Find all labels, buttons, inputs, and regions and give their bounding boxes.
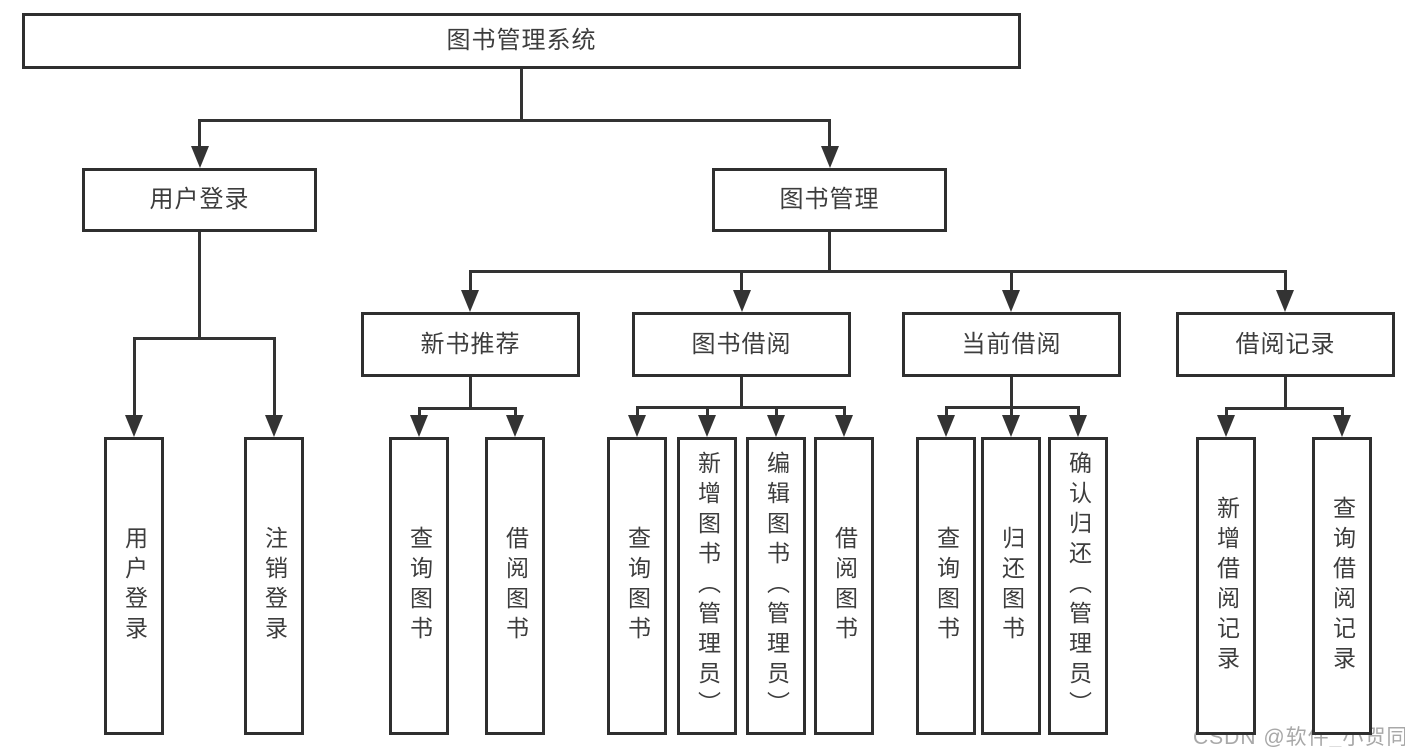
connector-stem-user-login bbox=[198, 232, 201, 340]
node-leaf-edit-books-admin: 编辑图书（管理员） bbox=[746, 437, 806, 735]
node-leaf-borrow-books: 借阅图书 bbox=[814, 437, 874, 735]
connector-stem-new-book-recommendation bbox=[468, 377, 472, 410]
connector-drop-user-login-1 bbox=[272, 338, 276, 415]
node-leaf-borrow-books-rec: 借阅图书 bbox=[485, 437, 545, 735]
node-label-leaf-borrow-books-rec: 借阅图书 bbox=[502, 526, 529, 646]
node-label-book-management: 图书管理 bbox=[779, 186, 880, 213]
arrowhead-down-icon bbox=[1002, 415, 1020, 437]
node-label-borrowing-records: 借阅记录 bbox=[1235, 330, 1336, 358]
arrowhead-down-icon bbox=[732, 290, 751, 312]
node-label-leaf-borrow-books: 借阅图书 bbox=[831, 526, 858, 646]
node-label-leaf-add-books-admin: 新增图书（管理员） bbox=[694, 451, 721, 721]
connector-drop-book-management-1 bbox=[740, 271, 743, 290]
node-label-leaf-query-books-rec: 查询图书 bbox=[406, 526, 433, 646]
node-borrowing-records: 借阅记录 bbox=[1176, 312, 1395, 377]
node-label-leaf-edit-books-admin: 编辑图书（管理员） bbox=[763, 451, 790, 721]
node-book-management: 图书管理 bbox=[712, 168, 947, 232]
node-label-leaf-query-books-current: 查询图书 bbox=[933, 526, 960, 646]
node-label-book-borrowing: 图书借阅 bbox=[691, 330, 792, 358]
arrowhead-down-icon bbox=[767, 415, 785, 437]
node-leaf-query-books-rec: 查询图书 bbox=[389, 437, 449, 735]
arrowhead-down-icon bbox=[1276, 290, 1294, 312]
node-leaf-confirm-return-admin: 确认归还（管理员） bbox=[1048, 437, 1108, 735]
node-leaf-user-login: 用户登录 bbox=[104, 437, 164, 735]
node-leaf-return-books: 归还图书 bbox=[981, 437, 1041, 735]
connector-drop-book-borrowing-3 bbox=[842, 407, 846, 415]
node-new-book-recommendation: 新书推荐 bbox=[361, 312, 580, 377]
arrowhead-down-icon bbox=[628, 415, 646, 437]
arrowhead-down-icon bbox=[835, 415, 853, 437]
arrowhead-down-icon bbox=[698, 415, 716, 437]
connector-drop-book-borrowing-0 bbox=[635, 407, 639, 415]
node-label-leaf-confirm-return-admin: 确认归还（管理员） bbox=[1065, 451, 1092, 721]
arrowhead-down-icon bbox=[190, 146, 209, 168]
node-leaf-add-borrow-record: 新增借阅记录 bbox=[1196, 437, 1256, 735]
node-label-leaf-query-books-borrow: 查询图书 bbox=[624, 526, 651, 646]
connector-stem-library-system bbox=[520, 69, 523, 122]
node-leaf-query-books-current: 查询图书 bbox=[916, 437, 976, 735]
connector-stem-book-management bbox=[828, 232, 831, 273]
node-label-new-book-recommendation: 新书推荐 bbox=[420, 330, 521, 358]
node-label-library-system: 图书管理系统 bbox=[446, 27, 597, 54]
connector-drop-library-system-0 bbox=[198, 120, 201, 146]
node-label-leaf-add-borrow-record: 新增借阅记录 bbox=[1213, 496, 1240, 676]
node-leaf-add-books-admin: 新增图书（管理员） bbox=[677, 437, 737, 735]
arrowhead-down-icon bbox=[125, 415, 143, 437]
node-label-leaf-logout: 注销登录 bbox=[261, 526, 288, 646]
arrowhead-down-icon bbox=[1217, 415, 1235, 437]
arrowhead-down-icon bbox=[1069, 415, 1087, 437]
connector-stem-book-borrowing bbox=[740, 377, 743, 409]
connector-branch-borrowing-records bbox=[1224, 406, 1344, 410]
connector-drop-library-system-1 bbox=[828, 120, 831, 146]
arrowhead-down-icon bbox=[820, 146, 839, 168]
arrowhead-down-icon bbox=[937, 415, 955, 437]
arrowhead-down-icon bbox=[1002, 290, 1020, 312]
node-label-leaf-query-borrow-record: 查询借阅记录 bbox=[1329, 496, 1356, 676]
arrowhead-down-icon bbox=[265, 415, 283, 437]
connector-drop-new-book-recommendation-1 bbox=[513, 408, 517, 415]
connector-branch-new-book-recommendation bbox=[417, 406, 517, 410]
connector-stem-borrowing-records bbox=[1283, 377, 1287, 410]
connector-branch-user-login bbox=[132, 336, 276, 340]
node-leaf-query-borrow-record: 查询借阅记录 bbox=[1312, 437, 1372, 735]
connector-drop-book-management-2 bbox=[1009, 271, 1013, 290]
connector-drop-book-borrowing-1 bbox=[705, 407, 709, 415]
connector-drop-new-book-recommendation-0 bbox=[417, 408, 421, 415]
connector-drop-current-borrowing-2 bbox=[1076, 407, 1080, 415]
connector-stem-current-borrowing bbox=[1009, 377, 1013, 409]
node-user-login: 用户登录 bbox=[82, 168, 317, 232]
connector-branch-book-borrowing bbox=[635, 405, 846, 409]
node-label-user-login: 用户登录 bbox=[149, 186, 250, 213]
node-label-current-borrowing: 当前借阅 bbox=[961, 330, 1062, 358]
connector-branch-book-management bbox=[468, 269, 1287, 273]
connector-drop-borrowing-records-1 bbox=[1340, 408, 1344, 415]
node-book-borrowing: 图书借阅 bbox=[632, 312, 851, 377]
arrowhead-down-icon bbox=[410, 415, 428, 437]
node-leaf-logout: 注销登录 bbox=[244, 437, 304, 735]
connector-branch-library-system bbox=[198, 118, 831, 122]
connector-drop-book-management-3 bbox=[1283, 271, 1287, 290]
arrowhead-down-icon bbox=[506, 415, 524, 437]
node-label-leaf-return-books: 归还图书 bbox=[998, 526, 1025, 646]
connector-drop-user-login-0 bbox=[132, 338, 136, 415]
connector-drop-borrowing-records-0 bbox=[1224, 408, 1228, 415]
node-current-borrowing: 当前借阅 bbox=[902, 312, 1121, 377]
node-leaf-query-books-borrow: 查询图书 bbox=[607, 437, 667, 735]
connector-drop-current-borrowing-1 bbox=[1009, 407, 1013, 415]
connector-drop-current-borrowing-0 bbox=[944, 407, 948, 415]
connector-drop-book-management-0 bbox=[468, 271, 472, 290]
node-library-system: 图书管理系统 bbox=[22, 13, 1021, 69]
node-label-leaf-user-login: 用户登录 bbox=[121, 526, 148, 646]
connector-drop-book-borrowing-2 bbox=[774, 407, 778, 415]
arrowhead-down-icon bbox=[461, 290, 479, 312]
arrowhead-down-icon bbox=[1333, 415, 1351, 437]
